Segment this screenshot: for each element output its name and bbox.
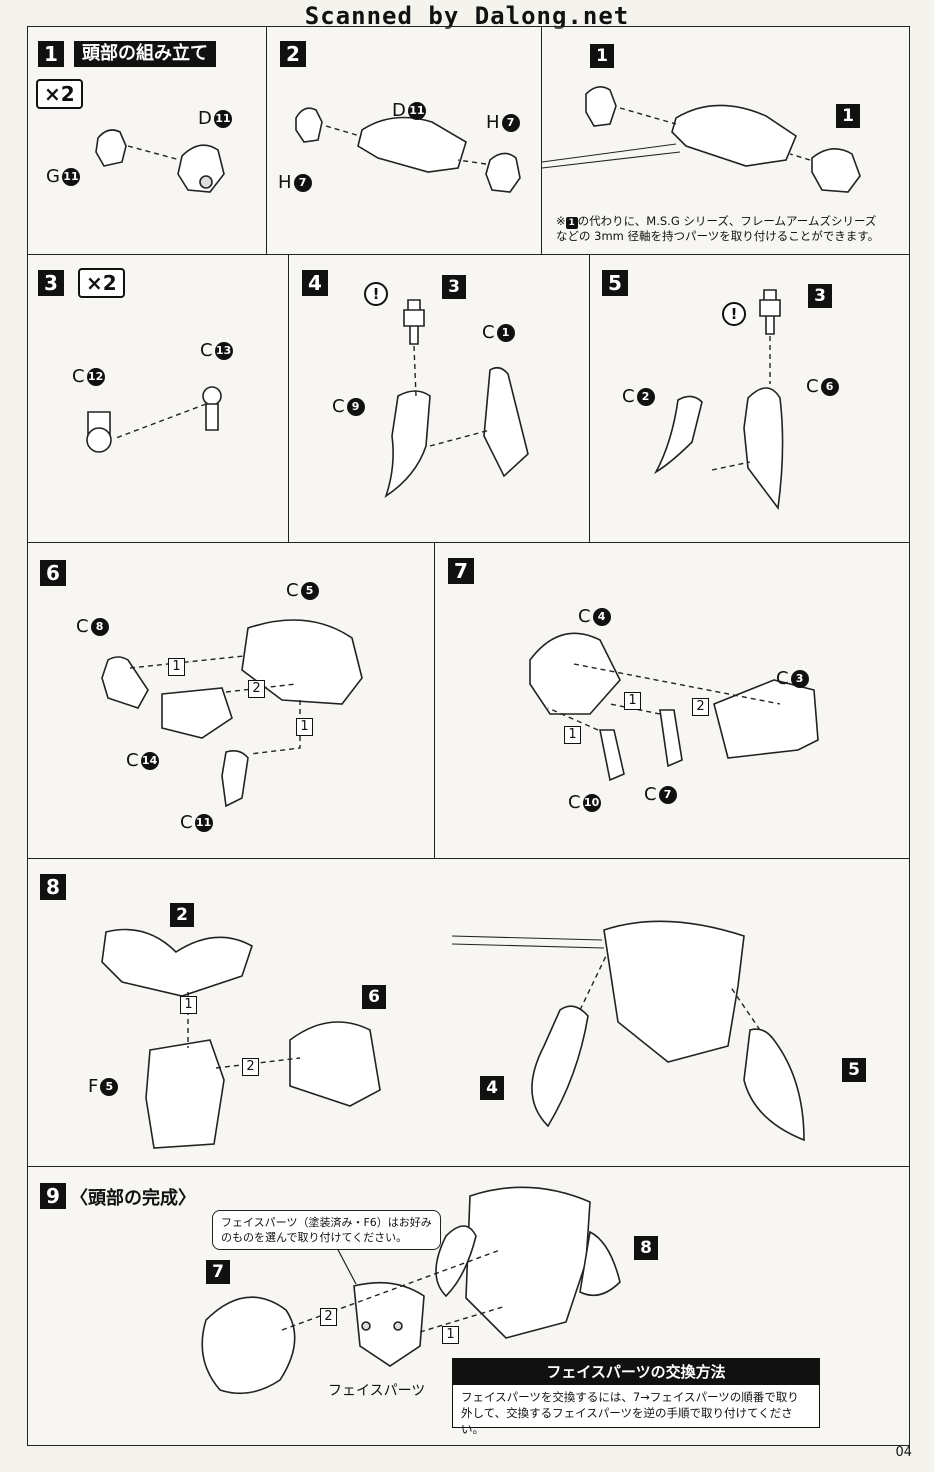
watermark: Scanned by Dalong.net bbox=[304, 2, 630, 30]
step-1-title: 頭部の組み立て bbox=[74, 41, 216, 67]
order-marker: 1 bbox=[168, 658, 185, 676]
step-3-multiplier: ×2 bbox=[78, 268, 125, 298]
caution-icon: ! bbox=[364, 282, 388, 306]
alt-ref-part-1-left: 1 bbox=[590, 44, 614, 68]
step-8-number: 8 bbox=[40, 874, 66, 900]
step-4-ref-part-3: 3 bbox=[442, 275, 466, 299]
step-4-number: 4 bbox=[302, 270, 328, 296]
step-5-ref-part-3: 3 bbox=[808, 284, 832, 308]
step-6-number: 6 bbox=[40, 560, 66, 586]
order-marker: 2 bbox=[320, 1308, 337, 1326]
step-9-ref-part-8: 8 bbox=[634, 1236, 658, 1260]
step-8-ref-part-2: 2 bbox=[170, 903, 194, 927]
order-marker: 1 bbox=[564, 726, 581, 744]
step-8-ref-part-5: 5 bbox=[842, 1058, 866, 1082]
order-marker: 2 bbox=[248, 680, 265, 698]
page-number: 04 bbox=[895, 1445, 912, 1460]
step-9-number: 9 bbox=[40, 1183, 66, 1209]
step-9-ref-part-7: 7 bbox=[206, 1260, 230, 1284]
order-marker: 1 bbox=[442, 1326, 459, 1344]
step-5-number: 5 bbox=[602, 270, 628, 296]
step-1-number: 1 bbox=[38, 41, 64, 67]
face-exchange-box: フェイスパーツの交換方法 フェイスパーツを交換するには、7→フェイスパーツの順番… bbox=[452, 1358, 820, 1436]
step-3-number: 3 bbox=[38, 270, 64, 296]
order-marker: 1 bbox=[624, 692, 641, 710]
step-8-ref-part-6: 6 bbox=[362, 985, 386, 1009]
step-7-number: 7 bbox=[448, 558, 474, 584]
panel-step-3 bbox=[27, 254, 289, 543]
face-parts-note: フェイスパーツ（塗装済み・F6）はお好み のものを選んで取り付けてください。 bbox=[212, 1210, 441, 1250]
order-marker: 2 bbox=[242, 1058, 259, 1076]
alt-ref-part-1-right: 1 bbox=[836, 104, 860, 128]
face-parts-label: フェイスパーツ bbox=[328, 1383, 426, 1399]
caution-icon: ! bbox=[722, 302, 746, 326]
panel-step-4 bbox=[288, 254, 590, 543]
step-8-ref-part-4: 4 bbox=[480, 1076, 504, 1100]
step-2-number: 2 bbox=[280, 41, 306, 67]
step-1-multiplier: ×2 bbox=[36, 79, 83, 109]
panel-step-6 bbox=[27, 542, 435, 859]
face-exchange-title: フェイスパーツの交換方法 bbox=[453, 1359, 819, 1385]
step-9-title: 〈頭部の完成〉 bbox=[70, 1188, 196, 1209]
order-marker: 1 bbox=[296, 718, 313, 736]
order-marker: 2 bbox=[692, 698, 709, 716]
panel-step-7 bbox=[434, 542, 910, 859]
order-marker: 1 bbox=[180, 996, 197, 1014]
